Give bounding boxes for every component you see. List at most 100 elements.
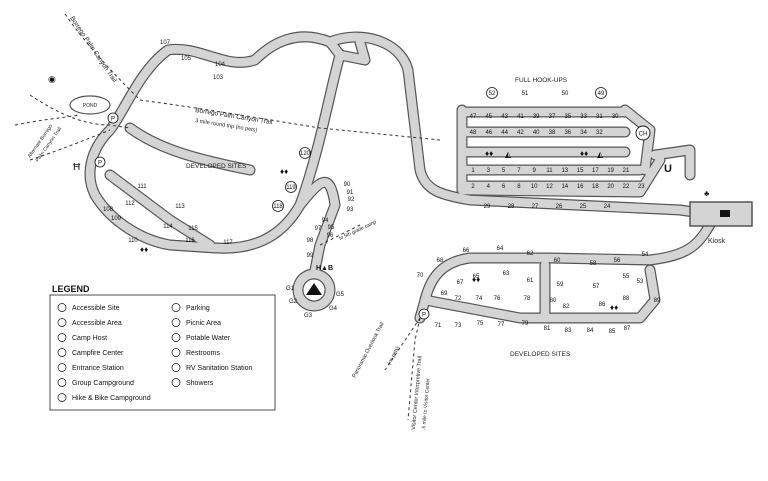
site-number: 43 — [501, 114, 508, 120]
site-number: 98 — [307, 238, 314, 244]
site-number: 18 — [592, 184, 599, 190]
site-number: 25 — [580, 204, 587, 210]
svg-text:P: P — [98, 161, 102, 167]
legend-label: RV Sanitation Station — [186, 365, 253, 372]
site-number: 49 — [598, 91, 605, 97]
site-number: 51 — [522, 91, 529, 97]
site-number: 31 — [596, 114, 603, 120]
site-number: G3 — [304, 313, 313, 319]
site-number: 14 — [561, 184, 568, 190]
site-number: 77 — [498, 322, 505, 328]
site-number: 115 — [188, 226, 198, 232]
site-number: 67 — [457, 280, 464, 286]
site-number: 89 — [654, 298, 661, 304]
restrooms-icon: ♦♦ — [472, 275, 480, 284]
site-number: 112 — [125, 201, 135, 207]
legend-label: Showers — [186, 380, 214, 387]
site-number: G1 — [286, 286, 295, 292]
site-number: 26 — [556, 204, 563, 210]
site-number: G4 — [329, 306, 338, 312]
site-number: 45 — [485, 114, 492, 120]
site-number: 11 — [546, 168, 553, 174]
picnic-area-icon — [171, 318, 181, 327]
site-number: 76 — [494, 296, 501, 302]
site-number: 52 — [489, 91, 496, 97]
hike-bike-icon: H▲B — [316, 265, 333, 272]
parking-icon: P P P — [94, 112, 430, 320]
showers-icon: ◭ — [597, 150, 604, 159]
accessible-site-icon — [57, 303, 67, 312]
site-number: 74 — [476, 296, 483, 302]
site-number: 59 — [557, 282, 564, 288]
trail-visitor-sub: .5 mile to Visitor Center — [421, 378, 432, 431]
site-number: 10 — [531, 184, 538, 190]
svg-text:P: P — [422, 313, 426, 319]
site-number: 91 — [347, 190, 354, 196]
site-number: 114 — [163, 224, 173, 230]
site-number: 107 — [160, 40, 171, 46]
site-number: 4 — [487, 184, 491, 190]
site-number: 54 — [642, 252, 649, 258]
site-number: 117 — [223, 240, 233, 246]
site-number: 79 — [522, 321, 529, 327]
site-number: 57 — [593, 284, 600, 290]
site-number: 62 — [527, 251, 534, 257]
site-number: 39 — [533, 114, 540, 120]
site-number: 92 — [348, 197, 355, 203]
site-number: 21 — [623, 168, 630, 174]
kiosk-marker — [720, 210, 730, 217]
site-number: 9 — [533, 168, 537, 174]
site-number: 13 — [561, 168, 568, 174]
legend-label: Accessible Area — [72, 320, 122, 327]
site-number: 40 — [533, 130, 540, 136]
kiosk-label: Kiosk — [708, 238, 726, 245]
site-number: 118 — [273, 204, 283, 210]
site-number: 84 — [587, 328, 594, 334]
site-number: 20 — [607, 184, 614, 190]
site-number: 66 — [463, 248, 470, 254]
site-number: 19 — [607, 168, 614, 174]
legend-label: Campfire Center — [72, 350, 124, 357]
hike-bike-icon — [57, 393, 67, 402]
site-number: 6 — [502, 184, 506, 190]
site-number: 37 — [549, 114, 556, 120]
site-number: 2 — [471, 184, 475, 190]
site-number: 95 — [328, 225, 335, 231]
site-number: 70 — [417, 273, 424, 279]
site-number: 46 — [485, 130, 492, 136]
site-number: 120 — [300, 151, 311, 157]
trail-borrego-top: Borrego Palm Canyon Trail — [68, 15, 118, 84]
entrance-station-icon — [57, 363, 67, 372]
site-number: 88 — [623, 296, 630, 302]
site-number: 15 — [577, 168, 584, 174]
site-number: 34 — [580, 130, 587, 136]
site-number: 108 — [103, 207, 114, 213]
site-number: 16 — [577, 184, 584, 190]
site-number: 75 — [477, 321, 484, 327]
site-number: 64 — [497, 246, 504, 252]
site-number: 3 — [487, 168, 491, 174]
parking-icon — [171, 303, 181, 312]
site-number: 42 — [517, 130, 524, 136]
site-number: 90 — [344, 182, 351, 188]
site-number: 73 — [455, 323, 462, 329]
site-number: 116 — [185, 238, 195, 244]
site-number: 8 — [517, 184, 521, 190]
legend-label: Parking — [186, 305, 210, 312]
legend-label: Group Campground — [72, 380, 134, 387]
site-number: 23 — [638, 184, 645, 190]
site-number: 17 — [592, 168, 599, 174]
site-number: 60 — [554, 258, 561, 264]
site-number: 97 — [315, 226, 322, 232]
roads — [84, 31, 753, 324]
group-campground-icon — [57, 378, 67, 387]
site-number: 32 — [596, 130, 603, 136]
site-number: G5 — [336, 292, 345, 298]
site-number: 48 — [470, 130, 477, 136]
site-number: 5 — [502, 168, 506, 174]
potable-water-icon — [171, 333, 181, 342]
legend-label: Restrooms — [186, 350, 220, 357]
group-campground-icon — [306, 283, 322, 295]
